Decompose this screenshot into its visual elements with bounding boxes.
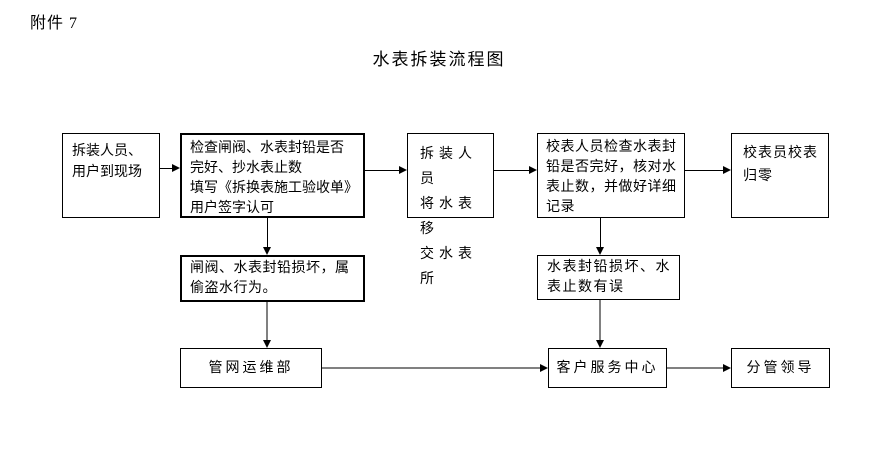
box-customer-service-center: 客户服务中心: [548, 348, 667, 388]
box-check-seal-record: 检查闸阀、水表封铅是否 完好、抄水表止数 填写《拆换表施工验收单》 用户签字认可: [180, 133, 365, 218]
box-seal-damaged-misread: 水表封铅损坏、水 表止数有误: [537, 255, 680, 300]
attachment-label: 附件 7: [30, 15, 79, 32]
box-verify-seal-detail: 校表人员检查水表封 铅是否完好，核对水 表止数，并做好详细 记录: [537, 133, 685, 218]
box-seal-damaged-theft: 闸阀、水表封铅损坏，属 偷盗水行为。: [180, 255, 365, 302]
box-pipeline-ops-dept: 管网运维部: [180, 348, 322, 388]
box-transfer-meter: 拆装人员 将水表移 交水表所: [407, 133, 494, 287]
box-leader-in-charge: 分管领导: [731, 348, 830, 388]
page-title: 水表拆装流程图: [372, 50, 506, 69]
box-meter-reset: 校表员校表 归零: [731, 133, 829, 218]
box-personnel-arrive: 拆装人员、 用户到现场: [62, 133, 160, 218]
